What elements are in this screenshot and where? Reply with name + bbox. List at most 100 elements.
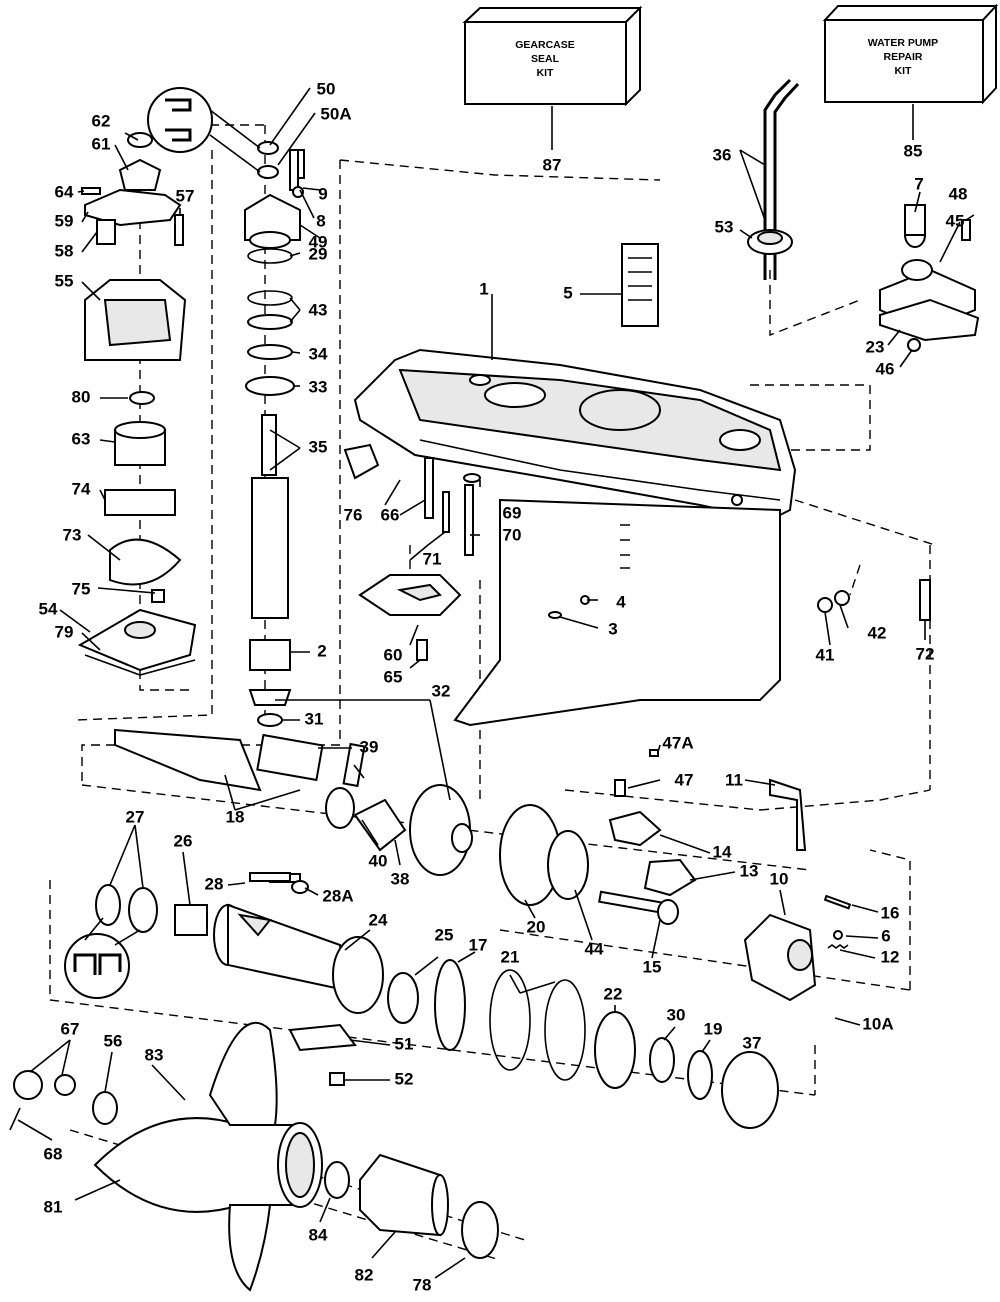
anode-part [621, 243, 659, 327]
callout-34: 34 [309, 344, 328, 363]
grommet-part [747, 229, 793, 255]
callout-78: 78 [413, 1275, 432, 1294]
water-pump-kit-line2: REPAIR [884, 51, 923, 63]
callout-25: 25 [435, 925, 454, 944]
callout-62: 62 [92, 111, 111, 130]
callout-75: 75 [72, 579, 91, 598]
callout-7: 7 [914, 174, 923, 193]
callout-32: 32 [432, 681, 451, 700]
callout-9: 9 [318, 184, 327, 203]
callout-44: 44 [585, 939, 604, 958]
callout-39: 39 [360, 737, 379, 756]
callout-10: 10 [770, 869, 789, 888]
callout-58: 58 [55, 241, 74, 260]
callout-50: 50 [317, 79, 336, 98]
callout-66: 66 [381, 505, 400, 524]
callout-21: 21 [501, 947, 520, 966]
callout-76: 76 [344, 505, 363, 524]
callout-36: 36 [713, 145, 732, 164]
callout-70: 70 [503, 525, 522, 544]
callout-8: 8 [316, 211, 325, 230]
callout-45: 45 [946, 211, 965, 230]
callout-28: 28 [205, 874, 224, 893]
water-inlet-cover-part [879, 204, 980, 342]
callout-29: 29 [309, 244, 328, 263]
water-pump-kit-line3: KIT [895, 65, 913, 77]
callout-48: 48 [949, 184, 968, 203]
callout-80: 80 [72, 387, 91, 406]
callout-55: 55 [55, 271, 74, 290]
callout-38: 38 [391, 869, 410, 888]
callout-3: 3 [608, 619, 617, 638]
callout-15: 15 [643, 957, 662, 976]
callout-52: 52 [395, 1069, 414, 1088]
callout-27: 27 [126, 807, 145, 826]
callout-6: 6 [881, 926, 890, 945]
callout-69: 69 [503, 503, 522, 522]
callout-33: 33 [309, 377, 328, 396]
callout-83: 83 [145, 1045, 164, 1064]
callout-72: 72 [916, 644, 935, 663]
callout-73: 73 [63, 525, 82, 544]
propeller-part [9, 1021, 499, 1292]
callout-43: 43 [309, 300, 328, 319]
small-hardware-parts [81, 149, 971, 797]
callout-84: 84 [309, 1225, 328, 1244]
callout-10A: 10A [862, 1014, 893, 1033]
callout-42: 42 [868, 623, 887, 642]
callout-79: 79 [55, 622, 74, 641]
callout-20: 20 [527, 917, 546, 936]
driveshaft-stack-part [244, 141, 305, 727]
callout-87: 87 [543, 155, 562, 174]
callout-64: 64 [55, 182, 74, 201]
callout-49: 49 [309, 232, 328, 251]
callout-63: 63 [72, 429, 91, 448]
callout-71: 71 [423, 549, 442, 568]
callout-61: 61 [92, 134, 111, 153]
callout-24: 24 [369, 910, 388, 929]
callout-56: 56 [104, 1031, 123, 1050]
leader-lines [17, 87, 975, 1279]
callout-67: 67 [61, 1019, 80, 1038]
screw-cover-part [343, 443, 380, 480]
gearcase-seal-kit-box: GEARCASE SEAL KIT [462, 5, 643, 107]
callout-47: 47 [675, 770, 694, 789]
gearcase-housing [353, 348, 797, 727]
callout-28A: 28A [322, 886, 353, 905]
callout-50A: 50A [320, 104, 351, 123]
callout-68: 68 [44, 1144, 63, 1163]
shift-parts [598, 778, 852, 1002]
callout-54: 54 [39, 599, 58, 618]
callout-35: 35 [309, 437, 328, 456]
gearcase-seal-kit-line2: SEAL [531, 53, 560, 65]
callout-40: 40 [369, 851, 388, 870]
callout-51: 51 [395, 1034, 414, 1053]
callout-59: 59 [55, 211, 74, 230]
callout-5: 5 [563, 283, 572, 302]
callout-74: 74 [72, 479, 91, 498]
callout-12: 12 [881, 947, 900, 966]
gearcase-seal-kit-line3: KIT [537, 67, 555, 79]
callout-46: 46 [876, 359, 895, 378]
callout-60: 60 [384, 645, 403, 664]
callout-17: 17 [469, 935, 488, 954]
callout-4: 4 [616, 592, 626, 611]
water-pump-kit-line1: WATER PUMP [868, 37, 938, 49]
callout-30: 30 [667, 1005, 686, 1024]
callout-81: 81 [44, 1197, 63, 1216]
seal-detail-inset-top [147, 87, 261, 173]
callout-31: 31 [305, 709, 324, 728]
water-pump-housing-part [77, 132, 197, 676]
water-tube-part [763, 78, 800, 280]
callout-23: 23 [866, 337, 885, 356]
callout-82: 82 [355, 1265, 374, 1284]
callout-41: 41 [816, 645, 835, 664]
callout-16: 16 [881, 903, 900, 922]
callout-85: 85 [904, 141, 923, 160]
callout-labels: 87 85 1 5 36 53 7 48 45 23 46 50 50A 9 8… [39, 79, 968, 1294]
callout-18: 18 [226, 807, 245, 826]
seal-detail-inset [64, 917, 141, 999]
callout-57: 57 [176, 186, 195, 205]
callout-47A: 47A [662, 733, 693, 752]
